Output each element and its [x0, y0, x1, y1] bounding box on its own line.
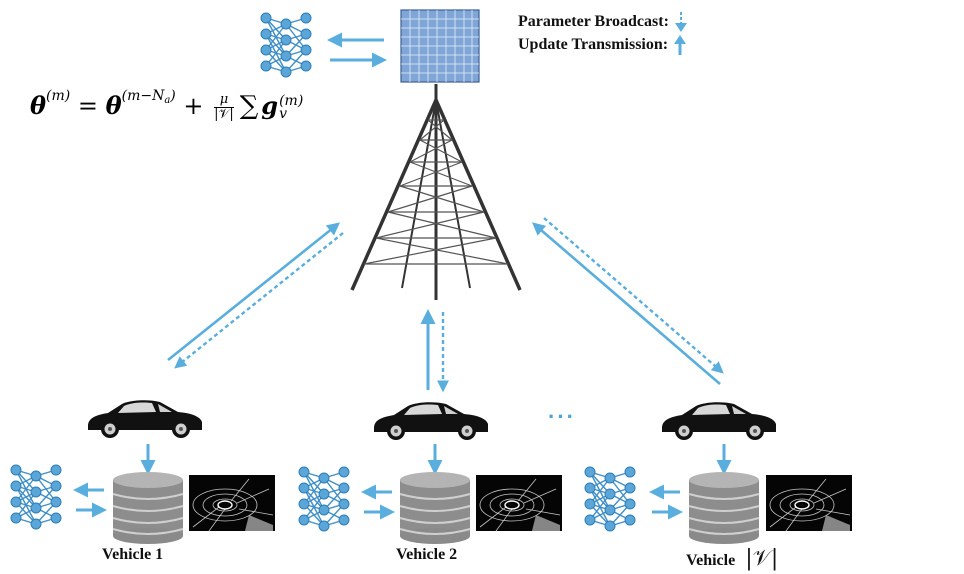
legend-update: Update Transmission: — [518, 33, 687, 56]
vehicle-v-lidar-image — [765, 474, 853, 532]
formula-g-sub: v — [279, 105, 287, 122]
formula-frac-den: |𝒱| — [214, 107, 234, 122]
vehicle-v-neural-network-icon — [584, 466, 636, 532]
formula-sum: ∑ — [239, 91, 259, 121]
vehicle-1-neural-network-icon — [10, 464, 62, 530]
formula-equals: = — [70, 92, 106, 120]
vehicle-v-database-icon — [688, 471, 760, 545]
vehicle-v-label-math: |𝒱| — [745, 546, 779, 571]
formula-sup-m: (m) — [46, 88, 71, 104]
more-vehicles-ellipsis: ··· — [548, 404, 576, 429]
legend-update-label: Update Transmission: — [518, 36, 669, 53]
vehicle-2-lidar-image — [475, 474, 563, 532]
aggregation-grid-icon — [400, 9, 480, 83]
legend-broadcast: Parameter Broadcast: — [518, 10, 687, 33]
vehicle-2-neural-network-icon — [298, 466, 350, 532]
vehicle-v-car-icon — [662, 402, 776, 440]
vehicle-2-car-icon — [374, 402, 488, 440]
formula-sup-prev-main: (m−N — [121, 88, 165, 104]
formula-sup-close: ) — [170, 88, 176, 104]
broadcast-arrow-vehicle-v — [543, 217, 724, 374]
formula-sup-prev: (m−Na) — [121, 88, 176, 106]
broadcast-arrow-vehicle-1 — [174, 232, 344, 369]
dashed-down-arrow-icon — [674, 11, 687, 32]
formula-plus: + — [175, 92, 212, 120]
formula-g-scripts: (m)v — [279, 92, 304, 122]
vehicle-v-label-text: Vehicle — [686, 552, 736, 569]
uplink-arrow-vehicle-v — [532, 222, 721, 385]
formula-theta: θ — [30, 91, 47, 120]
formula-theta-prev: θ — [105, 91, 122, 120]
aggregation-formula: θ(m) = θ(m−Na) + μ|𝒱|∑g(m)v — [30, 88, 303, 122]
formula-fraction: μ|𝒱| — [214, 93, 234, 122]
base-station-tower-icon — [350, 84, 522, 300]
solid-up-arrow-icon — [674, 34, 687, 55]
legend-broadcast-label: Parameter Broadcast: — [518, 13, 669, 30]
vehicle-v-label: Vehicle |𝒱| — [686, 546, 778, 571]
formula-sup-a: a — [164, 95, 171, 106]
uplink-arrow-vehicle-1 — [167, 222, 341, 362]
formula-g-sup: (m) — [279, 92, 304, 109]
vehicle-2-label: Vehicle 2 — [396, 546, 458, 563]
vehicle-2-database-icon — [399, 471, 471, 545]
vehicle-1-lidar-image — [188, 474, 276, 532]
formula-g: g — [261, 91, 279, 120]
server-neural-network-icon — [260, 12, 312, 78]
vehicle-1-database-icon — [112, 471, 184, 545]
formula-frac-num: μ — [214, 93, 234, 108]
vehicle-1-label: Vehicle 1 — [102, 546, 164, 563]
vehicle-1-car-icon — [88, 400, 202, 438]
legend: Parameter Broadcast: Update Transmission… — [518, 10, 687, 56]
